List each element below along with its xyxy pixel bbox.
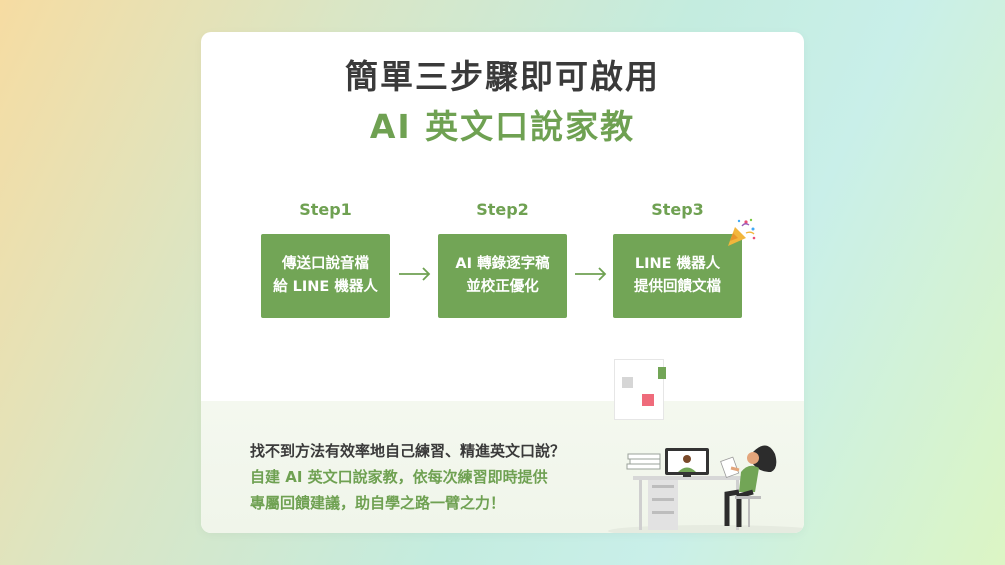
description-question: 找不到方法有效率地自己練習、精進英文口說？ xyxy=(250,442,566,460)
step2-label: Step2 xyxy=(476,200,529,219)
page-title: 簡單三步驟即可啟用 xyxy=(345,57,660,96)
step3-text-line2: 提供回饋文檔 xyxy=(634,279,721,295)
step1-text-line2: 給 LINE 機器人 xyxy=(273,279,378,295)
party-popper-icon xyxy=(728,218,756,246)
arrow-right-icon xyxy=(575,267,607,281)
info-card: 簡單三步驟即可啟用 AI 英文口說家教 Step1 傳送口說音檔 給 LINE … xyxy=(201,32,804,533)
page-subtitle: AI 英文口說家教 xyxy=(369,107,636,146)
step1-box: 傳送口說音檔 給 LINE 機器人 xyxy=(261,234,390,318)
step3-label: Step3 xyxy=(651,200,704,219)
step3-text-line1: LINE 機器人 xyxy=(634,256,721,272)
arrow-right-icon xyxy=(399,267,431,281)
step2-text-line1: AI 轉錄逐字稿 xyxy=(455,256,550,272)
sticky-note-icon xyxy=(614,359,666,420)
step1-text-line1: 傳送口說音檔 xyxy=(282,256,369,272)
description-answer-line1: 自建 AI 英文口說家教，依每次練習即時提供 xyxy=(250,468,548,486)
description-answer-line2: 專屬回饋建議，助自學之路一臂之力！ xyxy=(250,494,506,512)
step1-label: Step1 xyxy=(299,200,352,219)
step2-box: AI 轉錄逐字稿 並校正優化 xyxy=(438,234,567,318)
person-video-call-illustration xyxy=(608,445,804,533)
step3-box: LINE 機器人 提供回饋文檔 xyxy=(613,234,742,318)
step2-text-line2: 並校正優化 xyxy=(466,279,539,295)
